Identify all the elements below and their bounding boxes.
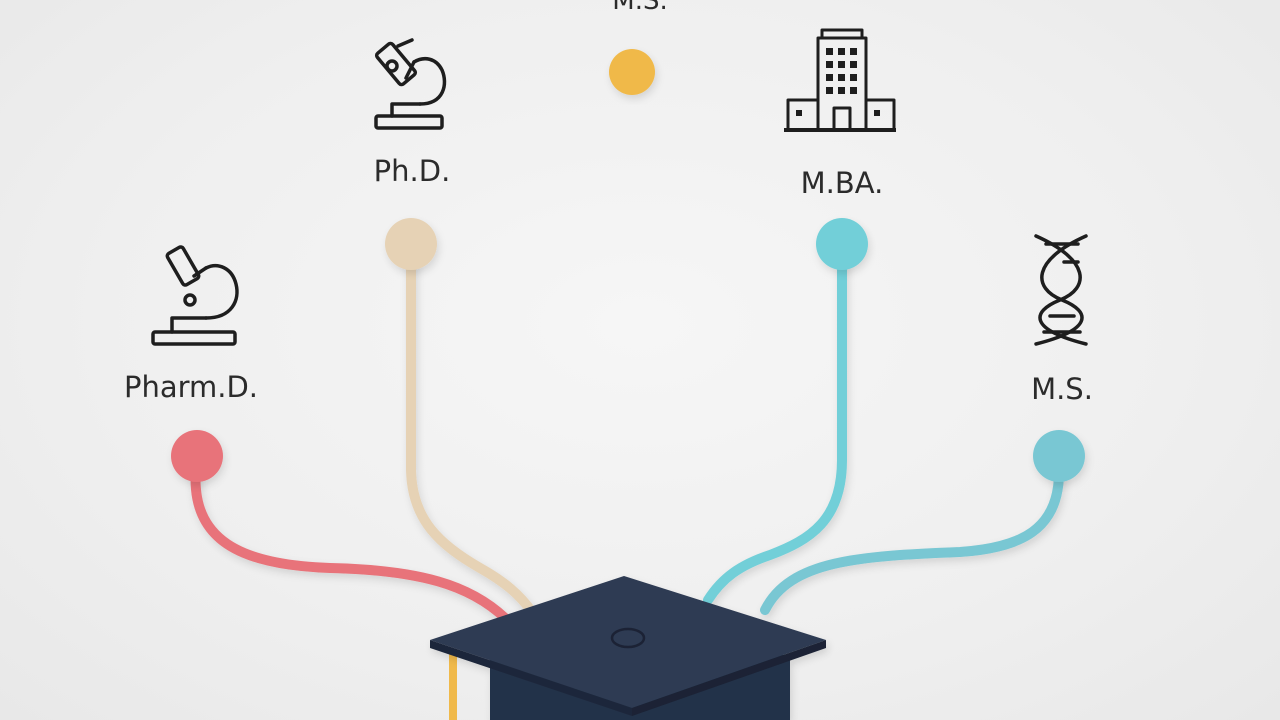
- top-degree-label: M.S.: [612, 0, 668, 16]
- ms-node-dot: [1033, 430, 1085, 482]
- mba-connector-line: [703, 257, 847, 605]
- pharmd-label: Pharm.D.: [123, 370, 259, 404]
- mba-node-dot: [816, 218, 868, 270]
- top-node-dot: [609, 49, 655, 95]
- phd-connector-line: [406, 257, 537, 617]
- building-icon: [784, 28, 896, 132]
- graduation-cap-icon: [430, 576, 826, 720]
- mba-label: M.BA.: [800, 166, 884, 200]
- dna-icon: [1034, 234, 1088, 346]
- microscope-icon: [151, 245, 239, 346]
- ms-connector-line: [760, 465, 1065, 615]
- phd-label: Ph.D.: [373, 154, 451, 188]
- ms-label: M.S.: [1031, 372, 1093, 406]
- phd-node-dot: [385, 218, 437, 270]
- pharmd-connector-line: [190, 463, 510, 623]
- pharmd-node-dot: [171, 430, 223, 482]
- microscope-icon: [374, 38, 447, 130]
